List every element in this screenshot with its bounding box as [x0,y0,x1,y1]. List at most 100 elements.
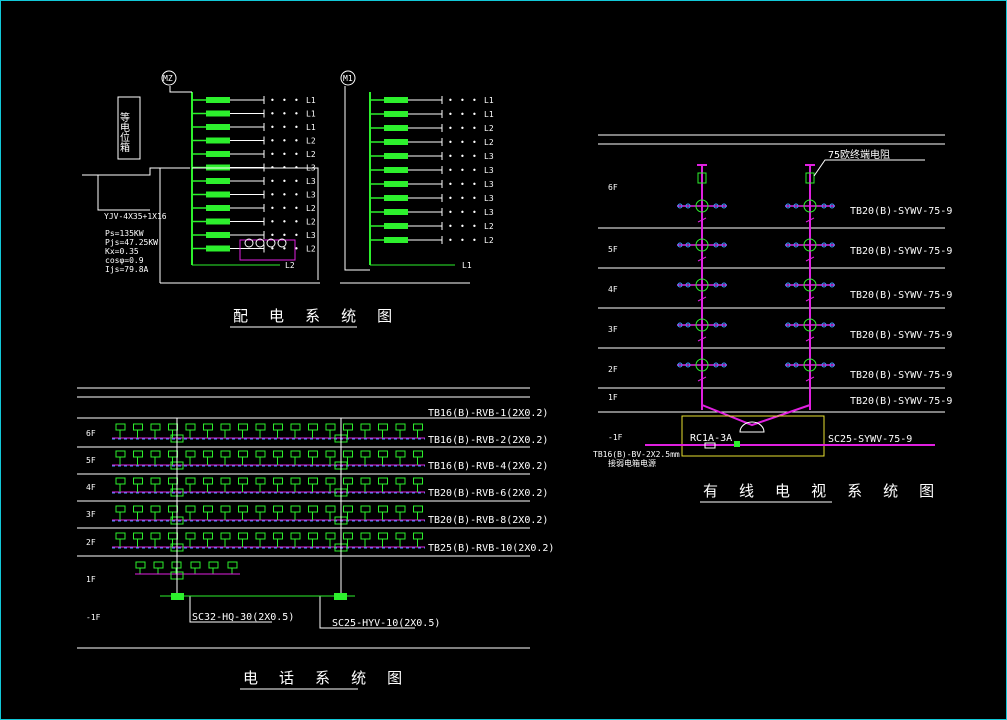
circuit-breaker [206,232,230,238]
phone-socket [360,477,371,485]
tv-cable-label: TB20(B)-SYWV-75-9 [850,206,952,217]
phone-floor-label: 3F [86,510,96,519]
circuit-breaker [206,97,230,103]
tv-outlet-socket [785,242,791,248]
circuit-phase: L3 [484,194,494,203]
power-diagram-title: 配 电 系 统 图 [233,307,398,325]
phone-socket [273,423,283,431]
circuit-phase: L1 [484,110,494,119]
tv-floor-label: 2F [608,365,618,374]
phone-diagram-title: 电 话 系 统 图 [243,669,408,687]
tv-outlet-socket [821,203,827,209]
tv-tick-mark [697,376,707,382]
phone-socket [273,477,283,485]
phone-socket [308,450,318,458]
phone-socket [203,423,213,431]
tv-outlet-socket [829,242,835,248]
circuit-pole-mark: • [460,110,465,119]
phone-socket [273,532,283,540]
circuit-breaker [384,139,408,145]
tv-power-label: TB16(B)-BV-2X2.5mm [593,450,680,459]
circuit-pole-mark: • [460,124,465,133]
panel-m1-circuits: •••L1•••L1•••L2•••L2•••L3•••L3•••L3•••L3… [370,96,494,245]
phone-socket [150,505,161,513]
tv-outlet-socket [821,322,827,328]
tv-floor-label: 5F [608,245,618,254]
phone-socket [290,505,301,513]
phone-trunk-right [319,596,415,629]
tv-outlet-socket [821,242,827,248]
phone-cable-label: TB16(B)-RVB-2(2X0.2) [428,435,548,446]
tv-cable-label: TB20(B)-SYWV-75-9 [850,396,952,407]
phone-socket [238,477,248,485]
panel-m1-frame [344,86,370,271]
phone-socket [203,450,213,458]
circuit-pole-mark: • [282,177,287,186]
phone-socket [308,532,318,540]
tv-splitter [695,238,709,252]
circuit-breaker [206,205,230,211]
circuit-pole-mark: • [294,123,299,132]
circuit-pole-mark: • [460,166,465,175]
circuit-phase: L3 [484,152,494,161]
circuit-pole-mark: • [294,137,299,146]
phone-socket [190,561,201,569]
phone-socket [378,477,388,485]
circuit-phase: L3 [484,180,494,189]
tv-outlet-socket [685,203,691,209]
phone-socket [135,561,146,569]
phone-socket [378,423,388,431]
phone-floor-label: 2F [86,538,96,547]
param-kx: Kx=0.35 [105,247,139,256]
tv-outlet-socket [677,242,683,248]
power-distribution-diagram: 等电位箱 YJV-4X35+1X16 Ps=135KW Pjs=47.25KW … [82,70,494,328]
tv-outlet-socket [821,362,827,368]
phone-socket [150,477,161,485]
tv-outlet-socket [793,282,799,288]
phone-socket [150,423,161,431]
circuit-breaker [206,124,230,130]
phone-socket [255,532,266,540]
phone-sockets [112,423,425,580]
circuit-phase: L1 [306,123,316,132]
tv-tick-mark [805,296,815,302]
tv-tick-mark [697,336,707,342]
phone-socket [378,505,388,513]
circuit-pole-mark: • [282,231,287,240]
circuit-breaker [384,167,408,173]
phone-socket [238,505,248,513]
circuit-pole-mark: • [460,152,465,161]
circuit-pole-mark: • [294,110,299,119]
circuit-pole-mark: • [282,204,287,213]
circuit-pole-mark: • [460,222,465,231]
phone-socket [220,423,231,431]
circuit-phase: L3 [306,177,316,186]
circuit-pole-mark: • [472,180,477,189]
phone-socket [273,505,283,513]
phone-cable-labels: TB16(B)-RVB-1(2X0.2) TB16(B)-RVB-2(2X0.2)… [428,408,554,554]
circuit-pole-mark: • [448,180,453,189]
tv-outlet-socket [713,282,719,288]
tv-splitter [695,199,709,213]
circuit-pole-mark: • [282,150,287,159]
circuit-phase: L2 [306,204,316,213]
circuit-phase: L3 [306,231,316,240]
phone-socket [308,477,318,485]
circuit-pole-mark: • [270,137,275,146]
phone-socket [343,423,353,431]
tv-outlet-socket [721,362,727,368]
circuit-phase: L2 [306,150,316,159]
circuit-pole-mark: • [270,177,275,186]
phone-socket [115,450,126,458]
circuit-pole-mark: • [472,222,477,231]
tv-tick-mark [805,336,815,342]
tv-outlet-socket [677,362,683,368]
circuit-breaker [206,137,230,144]
circuit-pole-mark: • [472,236,477,245]
equipotential-box-label: 等电位箱 [118,111,130,153]
phone-cable-label: TB16(B)-RVB-1(2X0.2) [428,408,548,419]
phone-socket [203,477,213,485]
phone-socket [413,505,423,513]
panel-mz-bottom-phase: L2 [285,261,295,270]
